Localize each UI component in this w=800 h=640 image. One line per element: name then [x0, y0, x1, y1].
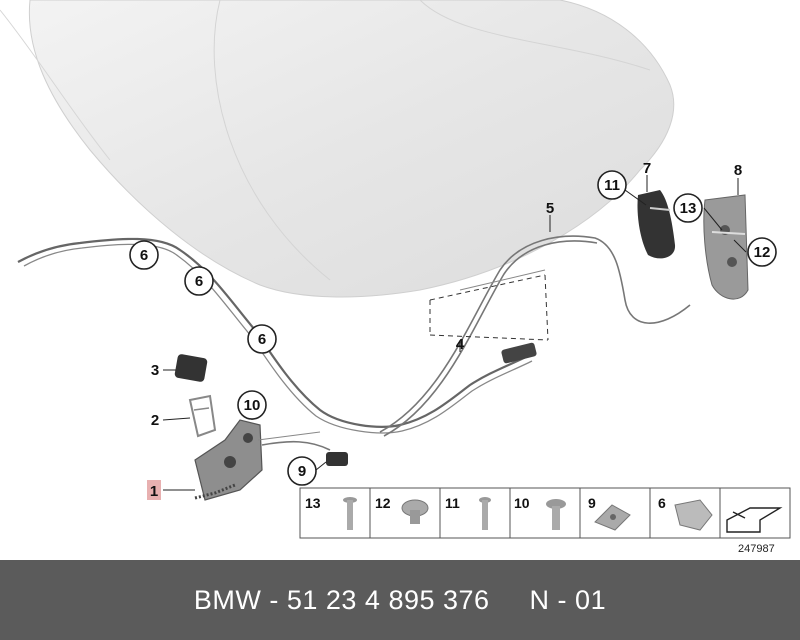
legend-item-10: 10 [514, 495, 530, 511]
callout-6-label: 6 [140, 247, 148, 264]
callout-12: 12 [747, 237, 777, 267]
parts-diagram: 6 6 6 10 9 11 13 12 3 2 1 4 5 7 8 [0, 0, 791, 555]
callout-4-label: 4 [456, 336, 465, 353]
leader-lines [162, 175, 747, 491]
callout-6-upper-left: 6 [129, 240, 159, 270]
callout-11-label: 11 [604, 177, 620, 194]
callout-6-lower: 6 [247, 324, 277, 354]
cable-connector [459, 269, 546, 364]
clip-nut-9-icon [594, 504, 631, 531]
callout-6-label: 6 [258, 331, 266, 348]
callout-13: 13 [673, 193, 703, 223]
callout-8-label: 8 [734, 162, 742, 179]
bracket-part [188, 394, 217, 438]
dashed-bracket [429, 274, 549, 341]
release-cable [17, 237, 533, 434]
damper-part [174, 354, 208, 382]
screw-11-icon [479, 497, 491, 530]
callout-1-highlight [147, 480, 161, 500]
diagram-number: 247987 [738, 543, 775, 555]
callout-9: 9 [287, 456, 317, 486]
callout-1-label: 1 [150, 483, 158, 500]
callout-10: 10 [237, 390, 267, 420]
callout-6-label: 6 [195, 273, 203, 290]
hood-panel [0, 0, 675, 298]
callout-9-label: 9 [298, 463, 306, 480]
part-number: BMW - 51 23 4 895 376 N - 01 [193, 584, 607, 615]
upper-cable [379, 235, 691, 437]
callout-6-middle: 6 [184, 266, 214, 296]
legend-item-12: 12 [375, 495, 391, 511]
cable-end [257, 431, 348, 466]
callout-3-label: 3 [151, 362, 159, 379]
legend-item-6: 6 [658, 495, 666, 511]
callout-13-label: 13 [680, 200, 697, 217]
part-number-bar: BMW - 51 23 4 895 376 N - 01 [0, 560, 800, 640]
screw-10-icon [546, 499, 566, 530]
legend-item-13: 13 [305, 495, 321, 511]
legend-item-11: 11 [445, 495, 460, 511]
small-parts-legend: 13 12 11 10 9 6 [299, 487, 791, 539]
callout-5-label: 5 [546, 200, 554, 217]
callout-12-label: 12 [754, 244, 771, 261]
screw-13-icon [343, 497, 357, 530]
callout-11: 11 [597, 170, 627, 200]
upper-lock-assembly [637, 190, 749, 300]
callout-7-label: 7 [643, 160, 651, 177]
callout-10-label: 10 [244, 397, 261, 414]
legend-item-9: 9 [588, 495, 596, 511]
nut-12-icon [401, 499, 429, 524]
callout-2-label: 2 [151, 412, 159, 429]
cable-clip-6-icon [674, 499, 713, 531]
arrow-symbol-icon [726, 507, 783, 533]
hood-lock-part [194, 419, 263, 501]
